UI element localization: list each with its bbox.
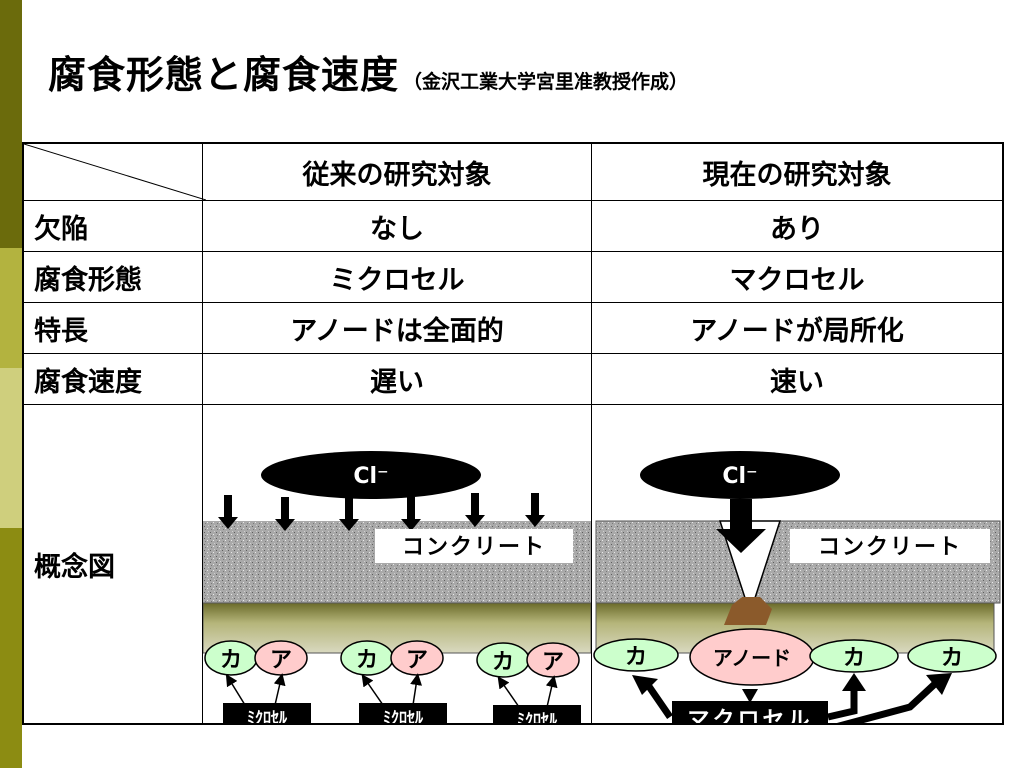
row-value-current: 速い	[591, 353, 1004, 405]
sidebar-stripe-bottom	[0, 528, 22, 768]
anode-down-arrow	[742, 689, 758, 703]
anode-label: アノード	[713, 646, 791, 670]
slide-title: 腐食形態と腐食速度（金沢工業大学宮里准教授作成）	[48, 44, 688, 104]
diagonal-line	[24, 144, 206, 200]
table-row: 特長 アノードは全面的 アノードが局所化	[22, 302, 1004, 354]
concrete-label: コンクリート	[402, 535, 546, 560]
concrete-label-box	[375, 529, 573, 563]
cathode-ellipse-right	[907, 639, 997, 673]
chloride-arrow-large	[716, 499, 766, 553]
chloride-arrows	[218, 493, 545, 531]
cathode-label: カ	[220, 648, 242, 673]
concept-label: 概念図	[22, 404, 203, 725]
table-row: 腐食形態 ミクロセル マクロセル	[22, 251, 1004, 303]
row-value-current: アノードが局所化	[591, 302, 1004, 354]
diagram-microcell-cell: Cl⁻ コンクリート カ ア ﾐｸﾛｾﾙ	[202, 404, 592, 725]
anode-label: ア	[270, 648, 292, 673]
macrocell-arrows	[632, 673, 952, 723]
sidebar-stripe-mid	[0, 248, 22, 368]
chloride-ellipse	[261, 451, 481, 499]
concrete-label: コンクリート	[818, 535, 962, 560]
comparison-table: 従来の研究対象 現在の研究対象 欠陥 なし あり 腐食形態 ミクロセル マクロセ…	[22, 142, 1004, 725]
rebar	[203, 602, 591, 654]
row-value-current: マクロセル	[591, 251, 1004, 303]
header-conventional: 従来の研究対象	[202, 142, 592, 201]
microcell-box	[223, 703, 311, 723]
header-row: 従来の研究対象 現在の研究対象	[22, 142, 1004, 201]
chloride-label: Cl⁻	[353, 464, 388, 489]
rust-spot	[724, 597, 772, 625]
microcell-diagram: Cl⁻ コンクリート カ ア ﾐｸﾛｾﾙ	[203, 451, 591, 723]
cathode-label-right: カ	[941, 646, 963, 671]
row-label: 腐食形態	[22, 251, 203, 303]
row-value-conventional: ミクロセル	[202, 251, 592, 303]
anode-label: ア	[406, 648, 428, 673]
cathode-label-mid: カ	[843, 646, 865, 671]
macrocell-label: マクロセル	[687, 708, 812, 723]
diagram-macrocell-cell: Cl⁻ コンクリート カ アノード カ カ	[591, 404, 1004, 725]
title-text: 腐食形態と腐食速度	[48, 53, 400, 97]
chloride-ellipse	[640, 451, 840, 499]
cathode-ellipse-mid	[809, 639, 899, 673]
header-current: 現在の研究対象	[591, 142, 1004, 201]
anode-label: ア	[542, 650, 564, 675]
row-label: 腐食速度	[22, 353, 203, 405]
microcell-label: ﾐｸﾛｾﾙ	[247, 708, 288, 723]
row-value-conventional: アノードは全面的	[202, 302, 592, 354]
subtitle-text: （金沢工業大学宮里准教授作成）	[403, 71, 689, 93]
macrocell-box	[672, 701, 828, 723]
cathode-ellipse-left	[593, 638, 679, 672]
table-row: 腐食速度 遅い 速い	[22, 353, 1004, 405]
row-value-current: あり	[591, 200, 1004, 252]
cathode-label: カ	[356, 648, 378, 673]
cathode-label-left: カ	[625, 645, 647, 670]
microcell-box	[493, 705, 581, 723]
microcell-label: ﾐｸﾛｾﾙ	[517, 710, 558, 723]
table-row: 欠陥 なし あり	[22, 200, 1004, 252]
cathode-label: カ	[492, 650, 514, 675]
microcell-box	[359, 703, 447, 723]
sidebar-stripe-dark	[0, 0, 22, 248]
sidebar-stripe-light	[0, 368, 22, 528]
diagonal-corner-cell	[22, 142, 206, 201]
concrete-label-box	[790, 529, 990, 563]
row-value-conventional: 遅い	[202, 353, 592, 405]
macrocell-diagram: Cl⁻ コンクリート カ アノード カ カ	[593, 451, 1001, 723]
chloride-label: Cl⁻	[722, 464, 757, 489]
microcell-label: ﾐｸﾛｾﾙ	[383, 708, 424, 723]
row-label: 欠陥	[22, 200, 203, 252]
row-value-conventional: なし	[202, 200, 592, 252]
row-label: 特長	[22, 302, 203, 354]
concept-row: 概念図	[22, 404, 1004, 725]
